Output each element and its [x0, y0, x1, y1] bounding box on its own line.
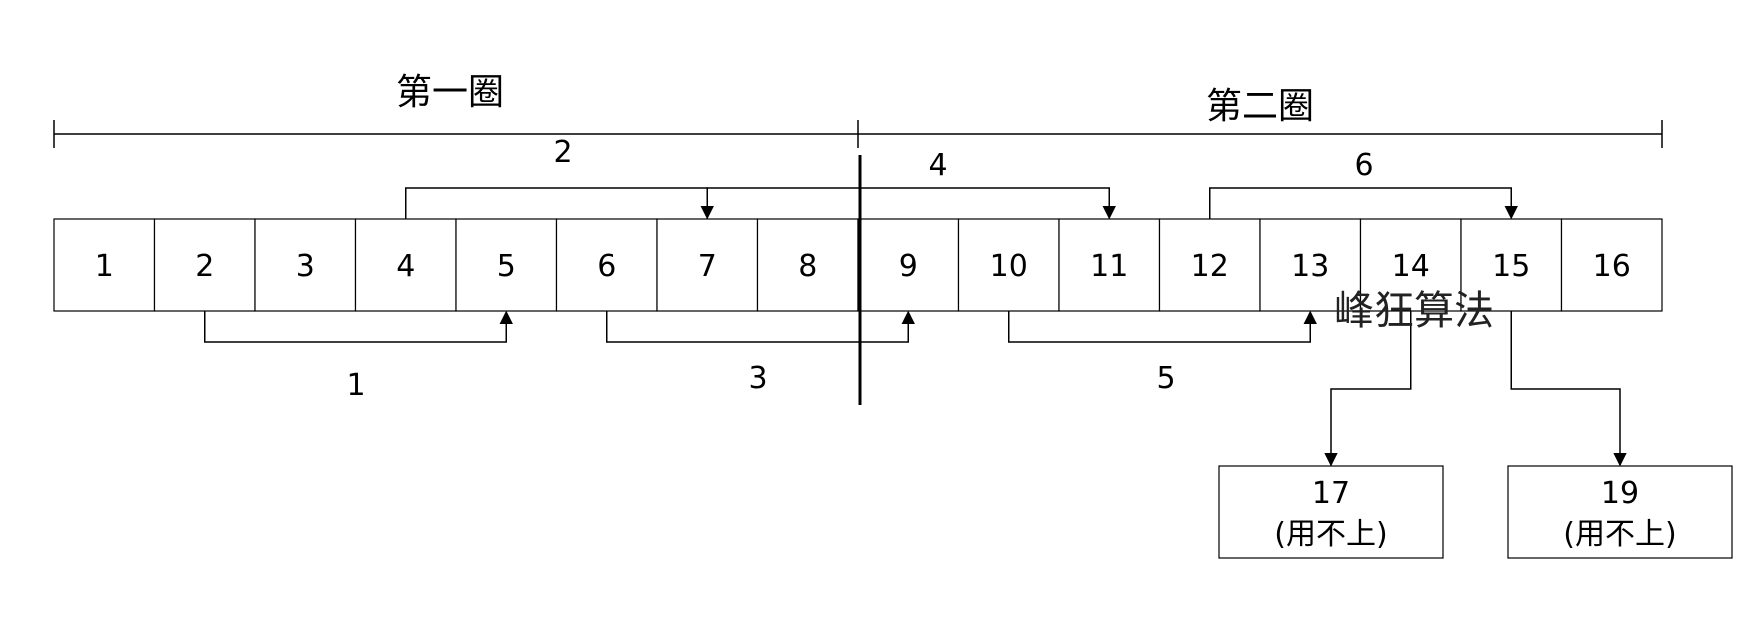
cell-label: 14 — [1392, 249, 1430, 284]
cell-label: 4 — [396, 249, 415, 284]
cell-label: 9 — [899, 249, 918, 284]
jump-label: 5 — [1156, 361, 1175, 396]
cell-box — [957, 218, 1060, 312]
cell-label: 15 — [1492, 249, 1530, 284]
cell-8: 8 — [756, 218, 859, 312]
extra-connector — [1324, 311, 1412, 467]
cell-label: 10 — [990, 249, 1028, 284]
section-second-label: 第二圈 — [1206, 86, 1314, 127]
cell-label: 2 — [195, 249, 214, 284]
jump-label: 1 — [346, 368, 365, 403]
cell-15: 15 — [1460, 218, 1563, 312]
extra-box-note: (用不上) — [1274, 517, 1387, 552]
cell-16: 16 — [1560, 218, 1663, 312]
cell-2: 2 — [153, 218, 256, 312]
cell-label: 1 — [95, 249, 114, 284]
cell-6: 6 — [555, 218, 658, 312]
cell-box — [1560, 218, 1663, 312]
extra-box-number: 17 — [1312, 476, 1350, 511]
jump-6: 6 — [1209, 148, 1518, 220]
extra-connector — [1510, 311, 1627, 467]
cell-label: 16 — [1593, 249, 1631, 284]
cell-label: 3 — [296, 249, 315, 284]
jump-label: 2 — [553, 135, 572, 170]
watermark-text: 峰狂算法 — [1334, 288, 1494, 334]
cell-box — [555, 218, 658, 312]
cell-9: 9 — [857, 218, 960, 312]
jump-label: 3 — [748, 361, 767, 396]
extra-box-17: 17 (用不上) — [1218, 311, 1444, 559]
cell-12: 12 — [1158, 218, 1261, 312]
cell-11: 11 — [1058, 218, 1161, 312]
extra-box-19: 19 (用不上) — [1507, 311, 1733, 559]
jump-connector — [606, 310, 915, 343]
cell-label: 6 — [597, 249, 616, 284]
cell-14: 14 — [1359, 218, 1462, 312]
cell-label: 12 — [1191, 249, 1229, 284]
cell-3: 3 — [254, 218, 357, 312]
extra-box-frame — [1507, 465, 1733, 559]
cell-label: 5 — [497, 249, 516, 284]
cell-box — [53, 218, 156, 312]
jump-2: 2 — [405, 135, 714, 220]
jump-5: 5 — [1008, 310, 1317, 396]
section-first-label: 第一圈 — [396, 72, 504, 113]
section-bracket — [53, 120, 1663, 148]
jump-label: 6 — [1354, 148, 1373, 183]
cell-box — [1158, 218, 1261, 312]
jump-connector — [204, 310, 513, 343]
extra-box-frame — [1218, 465, 1444, 559]
jump-connector — [1209, 187, 1518, 220]
jump-connector — [706, 187, 1116, 220]
cell-box — [1460, 218, 1563, 312]
cell-box — [254, 218, 357, 312]
extra-boxes: 17 (用不上) 19 (用不上) — [1218, 311, 1733, 559]
cell-5: 5 — [455, 218, 558, 312]
cell-label: 11 — [1090, 249, 1128, 284]
cell-label: 13 — [1291, 249, 1329, 284]
cell-4: 4 — [354, 218, 457, 312]
cell-10: 10 — [957, 218, 1060, 312]
extra-box-number: 19 — [1601, 476, 1639, 511]
jump-connector — [1008, 310, 1317, 343]
extra-box-note: (用不上) — [1563, 517, 1676, 552]
cell-label: 7 — [698, 249, 717, 284]
cell-label: 8 — [798, 249, 817, 284]
cell-box — [455, 218, 558, 312]
cell-7: 7 — [656, 218, 759, 312]
cell-1: 1 — [53, 218, 156, 312]
jump-4: 4 — [706, 148, 1116, 220]
jump-3: 3 — [606, 310, 915, 396]
jump-1: 1 — [204, 310, 513, 403]
cell-box — [857, 218, 960, 312]
cell-box — [1058, 218, 1161, 312]
jump-connector — [405, 187, 714, 220]
jump-label: 4 — [928, 148, 947, 183]
cell-box — [656, 218, 759, 312]
cell-box — [1359, 218, 1462, 312]
cell-box — [354, 218, 457, 312]
